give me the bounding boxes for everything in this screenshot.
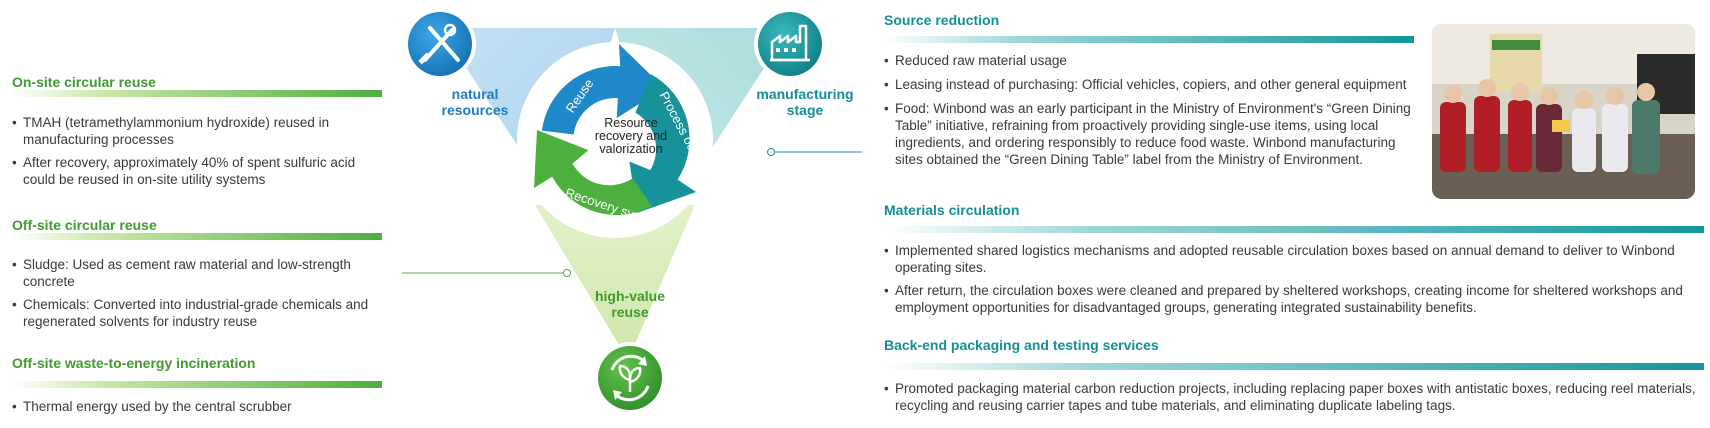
- list-item: Chemicals: Converted into industrial-gra…: [12, 296, 388, 330]
- label-natural-resources: natural resources: [441, 86, 509, 118]
- recycle-leaf-icon: [594, 342, 666, 414]
- list-item: Implemented shared logistics mechanisms …: [884, 242, 1707, 276]
- list-item: Sludge: Used as cement raw material and …: [12, 256, 388, 290]
- section-title: Source reduction: [884, 12, 1000, 28]
- section-title: Back-end packaging and testing services: [884, 337, 1159, 353]
- leader-dot-left: [563, 269, 571, 277]
- list-item: Leasing instead of purchasing: Official …: [884, 76, 1420, 93]
- section-title: Off-site waste-to-energy incineration: [12, 355, 256, 371]
- photo-illustration: [1432, 24, 1695, 199]
- list-item: Promoted packaging material carbon reduc…: [884, 380, 1707, 414]
- green-dining-photo: [1432, 24, 1695, 199]
- list-item: After recovery, approximately 40% of spe…: [12, 154, 388, 188]
- tools-icon: [404, 8, 476, 80]
- list-item: After return, the circulation boxes were…: [884, 282, 1707, 316]
- section-divider: [12, 233, 382, 240]
- section-divider: [884, 36, 1414, 43]
- section-title: Off-site circular reuse: [12, 217, 157, 233]
- list-item: Reduced raw material usage: [884, 52, 1420, 69]
- section-divider: [884, 226, 1704, 233]
- leader-dot-right: [767, 148, 775, 156]
- corner-high-value: [535, 205, 695, 360]
- section-title: Materials circulation: [884, 202, 1020, 218]
- list-item: TMAH (tetramethylammonium hydroxide) reu…: [12, 114, 388, 148]
- arrow-recovery-system: [534, 130, 652, 216]
- arrow-process-output: [629, 74, 696, 213]
- section-title: On-site circular reuse: [12, 74, 156, 90]
- list-item: Food: Winbond was an early participant i…: [884, 100, 1415, 168]
- section-divider: [12, 381, 382, 388]
- arrow-reuse: [541, 44, 664, 135]
- factory-icon: [754, 8, 826, 80]
- section-divider: [12, 90, 382, 97]
- label-manufacturing-stage: manufacturing stage: [756, 86, 854, 118]
- section-divider: [884, 363, 1704, 370]
- center-label: Resource recovery and valorization: [594, 116, 668, 156]
- label-high-value-reuse: high-value reuse: [594, 288, 665, 320]
- list-item: Thermal energy used by the central scrub…: [12, 398, 388, 415]
